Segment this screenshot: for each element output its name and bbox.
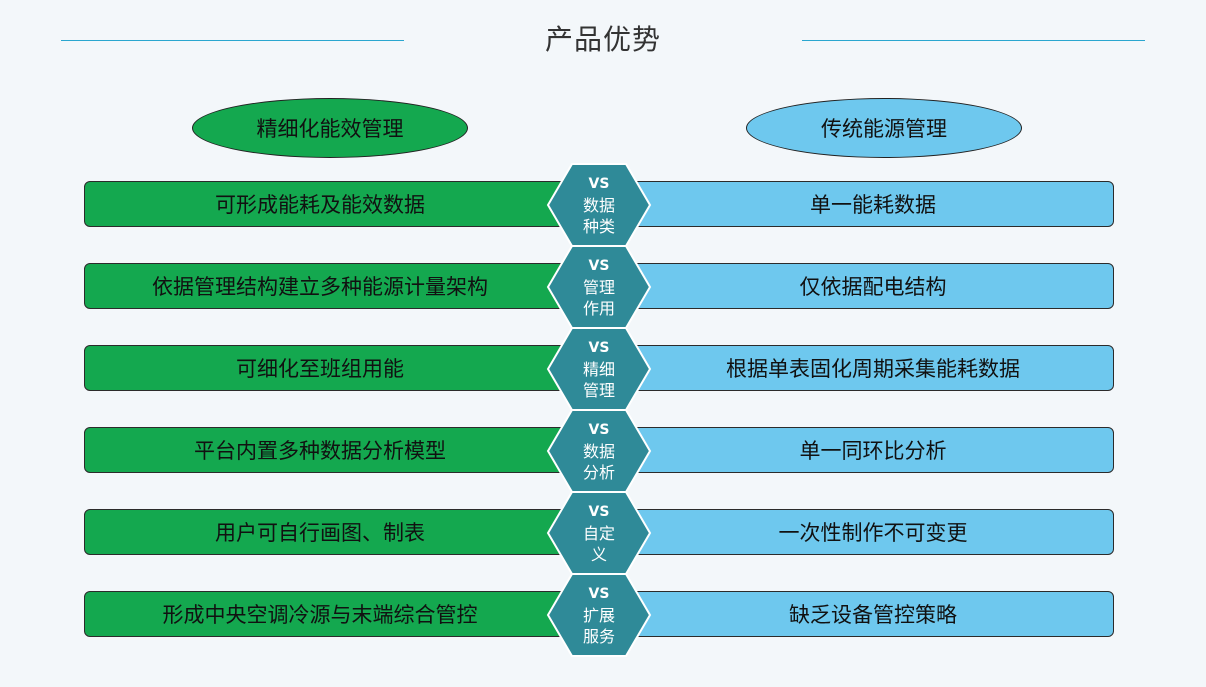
advantage-bar: 可形成能耗及能效数据 <box>84 181 596 227</box>
vs-label: VS <box>588 339 610 356</box>
vs-label-group: VS 自定 义 <box>546 491 652 575</box>
category-label-line2: 服务 <box>582 626 615 646</box>
category-label-line1: 精细 <box>582 359 615 379</box>
category-label-line2: 作用 <box>582 298 615 318</box>
category-label-line1: 数据 <box>582 441 615 461</box>
vs-hexagon: VS 管理 作用 <box>546 245 652 329</box>
traditional-bar: 缺乏设备管控策略 <box>612 591 1114 637</box>
vs-hexagon: VS 精细 管理 <box>546 327 652 411</box>
traditional-text: 仅依据配电结构 <box>799 275 947 299</box>
traditional-text: 单一同环比分析 <box>799 439 947 463</box>
vs-label: VS <box>588 175 610 192</box>
category-label-line2: 管理 <box>582 380 615 400</box>
title-line-left <box>61 40 404 41</box>
vs-label-group: VS 精细 管理 <box>546 327 652 411</box>
category-label-line1: 管理 <box>582 277 615 297</box>
vs-label-group: VS 数据 种类 <box>546 163 652 247</box>
advantage-text: 形成中央空调冷源与末端综合管控 <box>162 603 478 627</box>
category-label-line2: 分析 <box>582 462 615 482</box>
category-label-line1: 数据 <box>582 195 615 215</box>
vs-label: VS <box>588 585 610 602</box>
traditional-text: 一次性制作不可变更 <box>778 521 968 545</box>
comparison-row: 用户可自行画图、制表 一次性制作不可变更 VS 自定 义 <box>0 491 1206 575</box>
vs-label: VS <box>588 257 610 274</box>
comparison-row: 依据管理结构建立多种能源计量架构 仅依据配电结构 VS 管理 作用 <box>0 245 1206 329</box>
vs-hexagon: VS 自定 义 <box>546 491 652 575</box>
traditional-bar: 单一同环比分析 <box>612 427 1114 473</box>
advantage-text: 可细化至班组用能 <box>236 357 404 381</box>
traditional-bar: 单一能耗数据 <box>612 181 1114 227</box>
vs-label-group: VS 数据 分析 <box>546 409 652 493</box>
advantage-bar: 用户可自行画图、制表 <box>84 509 596 555</box>
advantage-bar: 依据管理结构建立多种能源计量架构 <box>84 263 596 309</box>
vs-hexagon: VS 数据 种类 <box>546 163 652 247</box>
hexagon-shape <box>546 573 652 657</box>
advantage-bar: 形成中央空调冷源与末端综合管控 <box>84 591 596 637</box>
traditional-text: 根据单表固化周期采集能耗数据 <box>726 357 1020 381</box>
category-label-line1: 扩展 <box>582 605 615 625</box>
category-label-line2: 义 <box>590 544 607 564</box>
comparison-row: 可细化至班组用能 根据单表固化周期采集能耗数据 VS 精细 管理 <box>0 327 1206 411</box>
category-label-line2: 种类 <box>582 216 615 236</box>
advantage-text: 可形成能耗及能效数据 <box>215 193 425 217</box>
comparison-row: 平台内置多种数据分析模型 单一同环比分析 VS 数据 分析 <box>0 409 1206 493</box>
advantage-text: 依据管理结构建立多种能源计量架构 <box>152 275 488 299</box>
advantage-bar: 平台内置多种数据分析模型 <box>84 427 596 473</box>
traditional-bar: 仅依据配电结构 <box>612 263 1114 309</box>
traditional-bar: 根据单表固化周期采集能耗数据 <box>612 345 1114 391</box>
category-label-line1: 自定 <box>582 523 615 543</box>
advantage-text: 平台内置多种数据分析模型 <box>194 439 446 463</box>
vs-label-group: VS 扩展 服务 <box>546 573 652 657</box>
traditional-bar: 一次性制作不可变更 <box>612 509 1114 555</box>
left-column-title: 精细化能效管理 <box>192 98 468 158</box>
traditional-text: 单一能耗数据 <box>810 193 936 217</box>
vs-hexagon: VS 扩展 服务 <box>546 573 652 657</box>
vs-label: VS <box>588 503 610 520</box>
vs-hexagon: VS 数据 分析 <box>546 409 652 493</box>
comparison-row: 可形成能耗及能效数据 单一能耗数据 VS 数据 种类 <box>0 163 1206 247</box>
advantage-text: 用户可自行画图、制表 <box>215 521 425 545</box>
vs-label-group: VS 管理 作用 <box>546 245 652 329</box>
title-line-right <box>802 40 1145 41</box>
right-column-title: 传统能源管理 <box>746 98 1022 158</box>
advantage-bar: 可细化至班组用能 <box>84 345 596 391</box>
page-title: 产品优势 <box>544 23 661 56</box>
vs-label: VS <box>588 421 610 438</box>
comparison-row: 形成中央空调冷源与末端综合管控 缺乏设备管控策略 VS 扩展 服务 <box>0 573 1206 657</box>
traditional-text: 缺乏设备管控策略 <box>789 603 957 627</box>
